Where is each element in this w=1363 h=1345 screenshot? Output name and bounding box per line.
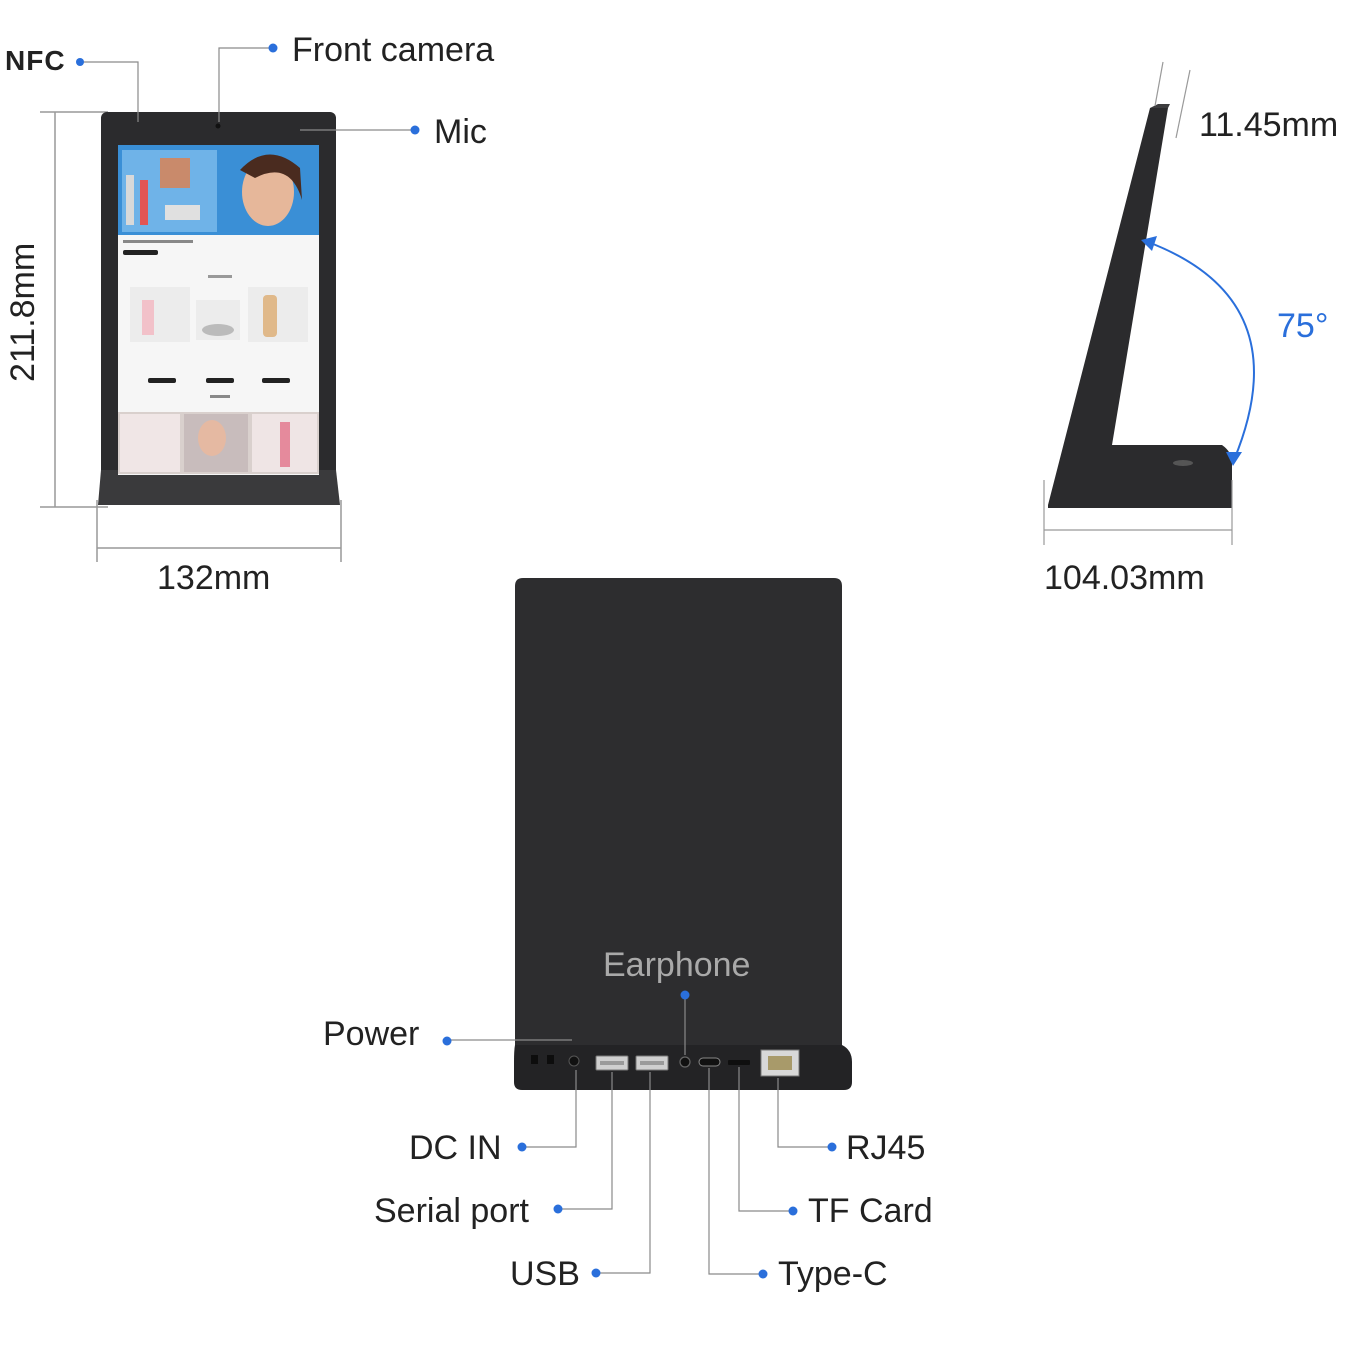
mic-label: Mic (434, 113, 487, 151)
front-camera-label: Front camera (292, 31, 495, 69)
tf-card-leader-line (738, 1067, 793, 1212)
serial-port-marker-dot (553, 1204, 563, 1214)
usb-leader-line (596, 1072, 651, 1274)
width-label: 132mm (157, 559, 271, 597)
tablet-base-front (98, 470, 340, 505)
angle-arrowhead-bottom (1226, 452, 1242, 466)
tablet-back-body (515, 578, 842, 1045)
usb-marker-dot (591, 1268, 601, 1278)
nfc-label: NFC (5, 45, 66, 76)
angle-arc (1147, 241, 1255, 461)
dc-in-port (568, 1055, 580, 1067)
nfc-leader-line (80, 61, 139, 122)
earphone-label: Earphone (603, 946, 751, 984)
type-c-marker-dot (758, 1269, 768, 1279)
thickness-dimension-line (1175, 69, 1191, 139)
tablet-screen (118, 145, 319, 475)
serial-port-label: Serial port (374, 1192, 529, 1230)
earphone-jack (679, 1056, 691, 1068)
angle-arrowhead-top (1141, 236, 1157, 251)
type-c-port (698, 1057, 721, 1067)
rj45-marker-dot (827, 1142, 837, 1152)
tablet-back-base (514, 1045, 852, 1090)
mic-marker-dot (410, 125, 420, 135)
tf-card-marker-dot (788, 1206, 798, 1216)
power-label: Power (323, 1015, 420, 1053)
type-c-leader-line (708, 1068, 763, 1275)
front-camera-leader-line (218, 47, 273, 122)
angle-label: 75° (1277, 307, 1329, 345)
rj45-leader-line (777, 1078, 832, 1148)
back-view (442, 578, 852, 1279)
tf-card-label: TF Card (808, 1192, 933, 1230)
earphone-marker-dot (680, 990, 690, 1000)
thickness-label: 11.45mm (1199, 106, 1339, 144)
power-button (531, 1055, 538, 1064)
front-camera-lens (215, 123, 221, 129)
power-marker-dot (442, 1036, 452, 1046)
front-view (40, 43, 420, 562)
nfc-marker-dot (76, 58, 84, 66)
rj45-label: RJ45 (846, 1129, 926, 1167)
dc-in-leader-line (522, 1070, 577, 1148)
front-camera-marker-dot (268, 43, 278, 53)
height-label: 211.8mm (4, 242, 42, 382)
dc-in-label: DC IN (409, 1129, 502, 1167)
dc-in-marker-dot (517, 1142, 527, 1152)
tablet-side-body (1048, 108, 1232, 508)
side-view (1043, 61, 1255, 545)
port-row (531, 1049, 800, 1077)
type-c-label: Type-C (778, 1255, 888, 1293)
usb-label: USB (510, 1255, 580, 1293)
depth-label: 104.03mm (1044, 559, 1205, 597)
serial-port-leader-line (558, 1072, 613, 1210)
tf-card-slot (728, 1060, 750, 1065)
